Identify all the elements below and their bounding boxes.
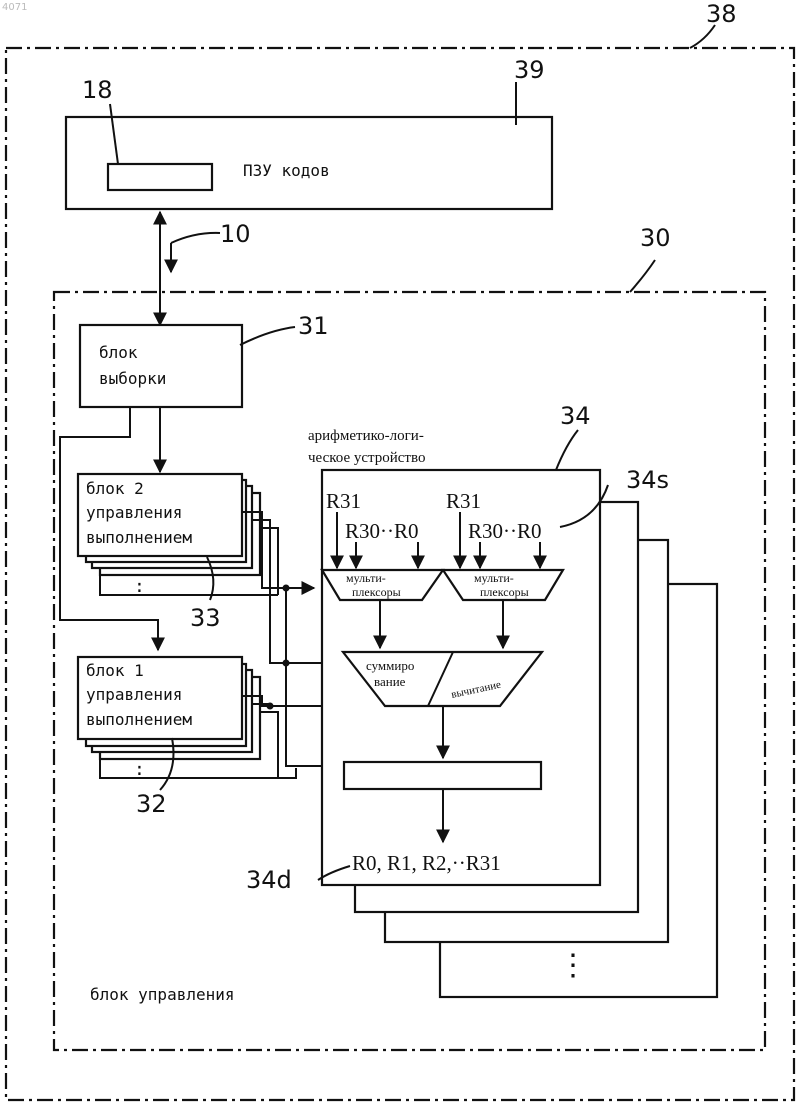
exec1-line1: блок 1 [86, 661, 144, 680]
more-alu-dots: ⋮ [558, 949, 588, 982]
exec2-line3: выполнением [86, 528, 192, 547]
exec2-line1: блок 2 [86, 479, 144, 498]
label-18: 18 [82, 76, 113, 104]
page-id: 4071 [2, 2, 27, 13]
label-38: 38 [706, 0, 737, 28]
mux-right-2: плексоры [480, 585, 529, 599]
mux-left-2: плексоры [352, 585, 401, 599]
alu-title-1: арифметико-логи- [308, 428, 424, 444]
fetch-line1: блок [99, 343, 138, 362]
alu-title-2: ческое устройство [308, 450, 425, 466]
label-34s: 34s [626, 466, 669, 494]
exec2-line2: управления [86, 503, 182, 522]
result-register [344, 762, 541, 789]
label-34: 34 [560, 402, 591, 430]
fetch-line2: выборки [99, 369, 166, 388]
label-30: 30 [640, 224, 671, 252]
sum-2: вание [374, 674, 406, 689]
label-31: 31 [298, 312, 329, 340]
left-regs: R30··R0 [345, 519, 419, 543]
label-33: 33 [190, 604, 221, 632]
right-r31: R31 [446, 489, 481, 513]
label-34d: 34d [246, 866, 292, 894]
mux-left-1: мульти- [346, 571, 386, 585]
control-block-label: блок управления [90, 985, 235, 1004]
fetch-block [80, 325, 242, 407]
left-r31: R31 [326, 489, 361, 513]
rom-title: ПЗУ кодов [243, 161, 330, 180]
rom-slot [108, 164, 212, 190]
exec1-line3: выполнением [86, 710, 192, 729]
right-regs: R30··R0 [468, 519, 542, 543]
sum-1: суммиро [366, 658, 414, 673]
dest-regs: R0, R1, R2,··R31 [352, 851, 501, 875]
exec1-line2: управления [86, 685, 182, 704]
exec2-dots: : [134, 576, 145, 597]
label-39: 39 [514, 56, 545, 84]
exec1-dots: : [134, 759, 145, 780]
mux-right-1: мульти- [474, 571, 514, 585]
label-10: 10 [220, 220, 251, 248]
label-32: 32 [136, 790, 167, 818]
